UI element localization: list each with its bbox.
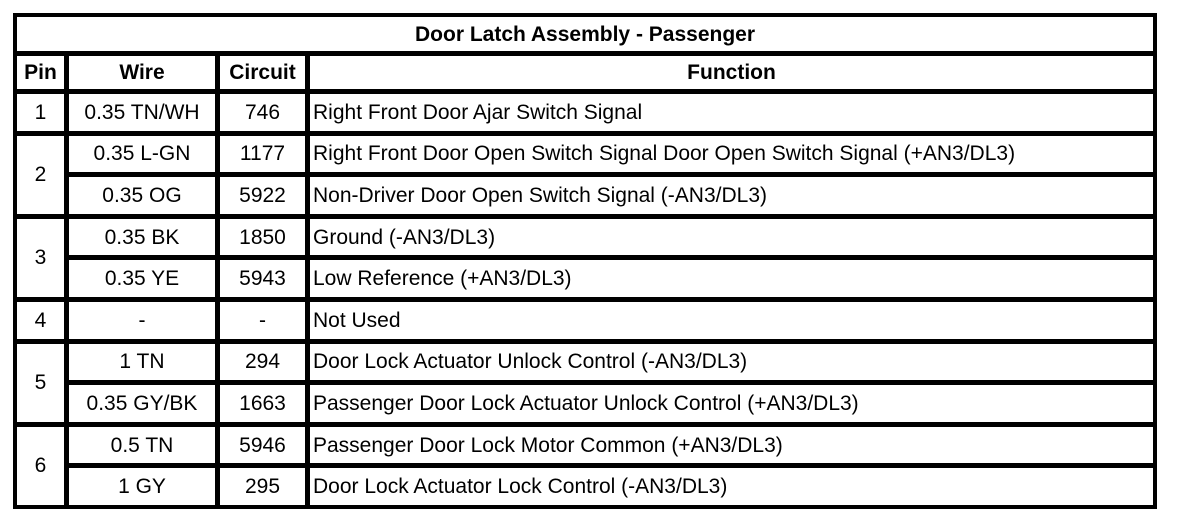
wire-cell: 0.35 TN/WH: [65, 90, 216, 132]
pin-cell: 2: [13, 131, 65, 215]
function-cell: Right Front Door Open Switch Signal Door…: [306, 131, 1154, 174]
pin-cell: 4: [13, 297, 65, 340]
column-header-function: Function: [306, 52, 1154, 90]
wire-cell: 0.35 BK: [65, 214, 216, 257]
function-cell: Door Lock Actuator Lock Control (-AN3/DL…: [306, 464, 1154, 506]
pin-cell: 6: [13, 422, 65, 506]
circuit-cell: 1663: [216, 381, 306, 423]
wire-cell: -: [65, 297, 216, 340]
wire-cell: 0.35 OG: [65, 173, 216, 215]
circuit-cell: 5922: [216, 173, 306, 215]
function-cell: Door Lock Actuator Unlock Control (-AN3/…: [306, 339, 1154, 382]
table-title: Door Latch Assembly - Passenger: [13, 13, 1154, 52]
table-row: 4--Not Used: [13, 297, 1154, 340]
function-cell: Not Used: [306, 297, 1154, 340]
pin-cell: 3: [13, 214, 65, 298]
column-header-pin: Pin: [13, 52, 65, 90]
wire-cell: 0.35 L-GN: [65, 131, 216, 174]
function-cell: Passenger Door Lock Motor Common (+AN3/D…: [306, 422, 1154, 465]
function-cell: Passenger Door Lock Actuator Unlock Cont…: [306, 381, 1154, 423]
circuit-cell: 295: [216, 464, 306, 506]
circuit-cell: 5946: [216, 422, 306, 465]
column-header-circuit: Circuit: [216, 52, 306, 90]
table-title-row: Door Latch Assembly - Passenger: [13, 13, 1154, 52]
circuit-cell: -: [216, 297, 306, 340]
circuit-cell: 1177: [216, 131, 306, 174]
wire-cell: 1 TN: [65, 339, 216, 382]
function-cell: Ground (-AN3/DL3): [306, 214, 1154, 257]
function-cell: Right Front Door Ajar Switch Signal: [306, 90, 1154, 132]
column-header-wire: Wire: [65, 52, 216, 90]
circuit-cell: 746: [216, 90, 306, 132]
circuit-cell: 5943: [216, 256, 306, 298]
wire-cell: 0.35 YE: [65, 256, 216, 298]
table-header-row: Pin Wire Circuit Function: [13, 52, 1154, 90]
circuit-cell: 1850: [216, 214, 306, 257]
function-cell: Low Reference (+AN3/DL3): [306, 256, 1154, 298]
wire-cell: 1 GY: [65, 464, 216, 506]
wire-cell: 0.35 GY/BK: [65, 381, 216, 423]
function-cell: Non-Driver Door Open Switch Signal (-AN3…: [306, 173, 1154, 215]
wire-cell: 0.5 TN: [65, 422, 216, 465]
connector-pinout-table: Door Latch Assembly - Passenger Pin Wire…: [13, 13, 1157, 509]
pin-cell: 5: [13, 339, 65, 423]
circuit-cell: 294: [216, 339, 306, 382]
pin-cell: 1: [13, 90, 65, 132]
